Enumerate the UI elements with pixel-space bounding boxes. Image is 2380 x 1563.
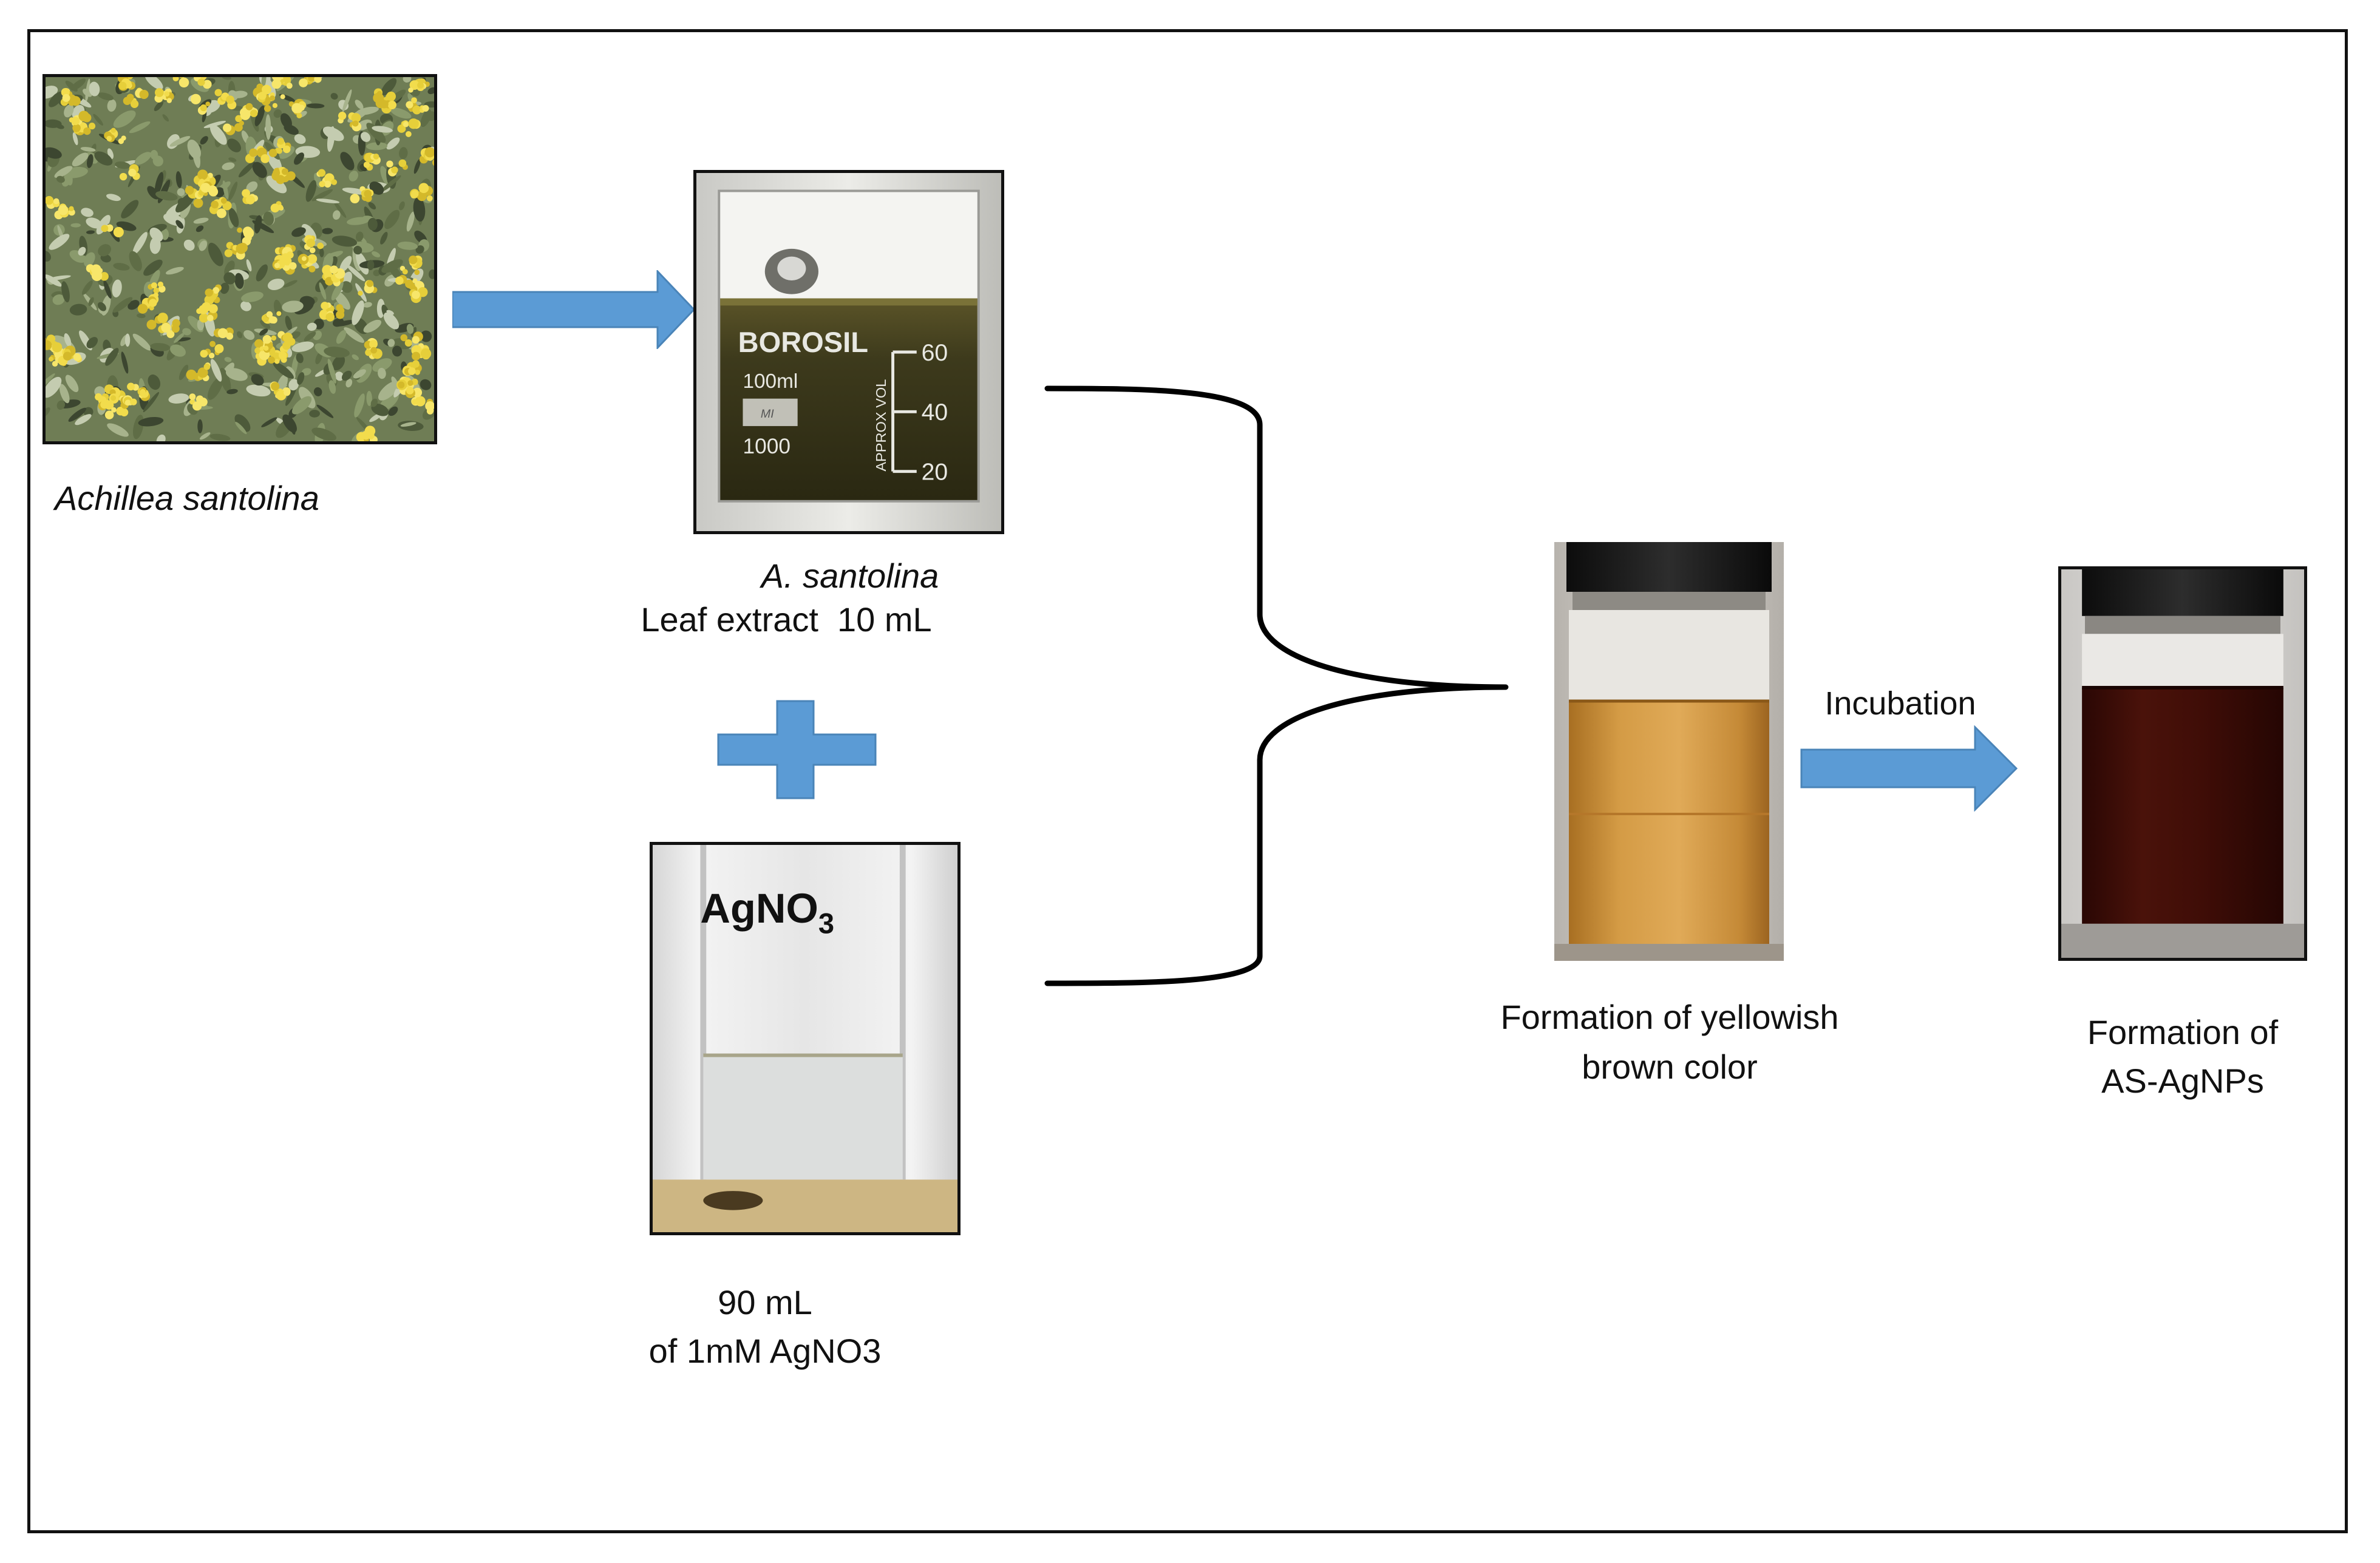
nitrate-caption-volume: 90 mL bbox=[718, 1283, 812, 1321]
beaker-scale-tick: 40 bbox=[922, 399, 948, 426]
mixture-caption-line2: brown color bbox=[1582, 1048, 1758, 1086]
extract-caption-species: A. santolina bbox=[761, 557, 939, 595]
beaker-photo: BOROSIL 100ml MI 1000 APPROX VOL 60 40 2… bbox=[696, 173, 1001, 531]
beaker-volume-text: 100ml bbox=[743, 370, 798, 393]
extract-caption-detail: Leaf extract 10 mL bbox=[641, 600, 932, 639]
plant-caption: Achillea santolina bbox=[55, 479, 319, 517]
product-photo bbox=[2058, 566, 2307, 961]
right-arrow-icon bbox=[452, 270, 695, 349]
beaker-number-text: 1000 bbox=[743, 435, 790, 458]
silver-nitrate-photo: AgNO3 bbox=[650, 842, 960, 1235]
leaf-extract-photo: BOROSIL 100ml MI 1000 APPROX VOL 60 40 2… bbox=[693, 170, 1004, 534]
beaker-scale-label: APPROX VOL bbox=[873, 379, 889, 472]
vial-photo bbox=[1554, 542, 1784, 961]
beaker-scale-tick: 60 bbox=[922, 339, 948, 366]
mixture-photo bbox=[1554, 542, 1784, 961]
beaker-scale-tick: 20 bbox=[922, 458, 948, 485]
merge-brace bbox=[1044, 385, 1509, 986]
flowering-shrub-photo bbox=[46, 77, 434, 441]
tube-label-text: AgNO3 bbox=[700, 885, 834, 940]
beaker-brand-text: BOROSIL bbox=[738, 326, 868, 358]
plus-icon bbox=[717, 700, 877, 799]
nitrate-caption-detail: of 1mM AgNO3 bbox=[648, 1332, 882, 1370]
test-tube-photo: AgNO3 bbox=[653, 845, 957, 1232]
plant-photo bbox=[42, 74, 437, 444]
mixture-caption-line1: Formation of yellowish bbox=[1500, 998, 1839, 1036]
figure-frame bbox=[27, 29, 2348, 1533]
vial-photo bbox=[2061, 569, 2304, 958]
product-caption-line1: Formation of bbox=[2087, 1013, 2279, 1051]
right-arrow-icon bbox=[1800, 725, 2018, 812]
beaker-mark-text: MI bbox=[761, 407, 774, 421]
product-caption-line2: AS-AgNPs bbox=[2101, 1062, 2264, 1100]
incubation-label: Incubation bbox=[1824, 685, 1976, 722]
